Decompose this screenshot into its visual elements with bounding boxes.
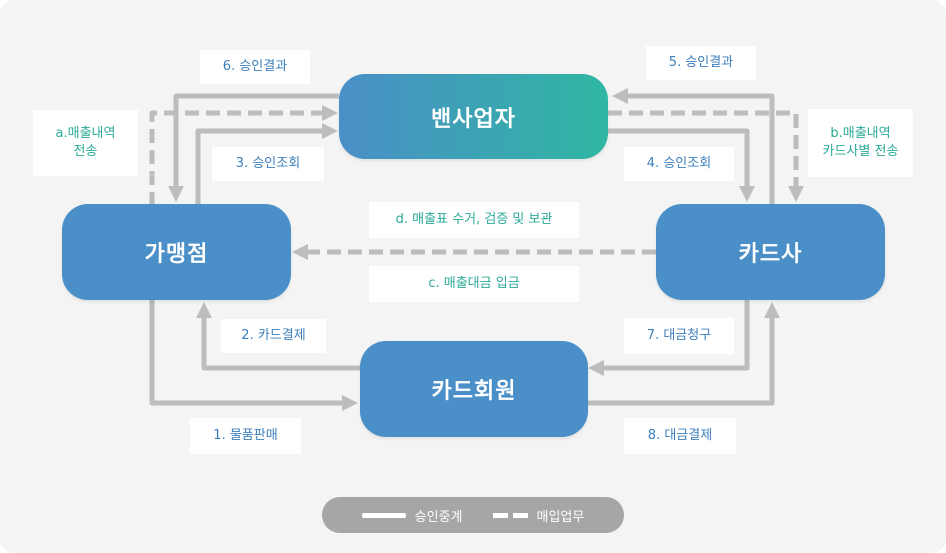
legend: 승인중계 매입업무	[322, 497, 624, 533]
arrow-approval-query-left	[195, 122, 339, 206]
legend-dashed-item: 매입업무	[492, 506, 585, 525]
merchant-node: 가맹점	[62, 204, 291, 300]
solid-line-swatch	[361, 512, 406, 518]
merchant-label: 가맹점	[144, 242, 209, 267]
arrow-approval-result-left	[167, 93, 339, 203]
label-approval-query-left: 3. 승인조회	[212, 147, 324, 181]
arrow-card-payment	[195, 301, 360, 371]
dashed-line-swatch	[492, 512, 528, 518]
label-sales-send-a: a.매출내역 전송	[33, 110, 138, 176]
arrow-payment-claim	[587, 300, 750, 377]
card-member-label: 카드회원	[431, 379, 517, 404]
arrow-approval-result-right	[611, 87, 775, 206]
card-member-node: 카드회원	[360, 341, 588, 437]
arrow-sales-send-b	[608, 110, 805, 203]
legend-dashed-label: 매입업무	[536, 509, 585, 525]
arrow-sales-send-a	[149, 104, 339, 206]
legend-solid-label: 승인중계	[414, 509, 463, 525]
arrow-product-sale	[149, 300, 359, 412]
legend-solid-item: 승인중계	[361, 506, 463, 525]
card-company-node: 카드사	[656, 204, 885, 300]
card-company-label: 카드사	[738, 242, 803, 267]
arrow-approval-query-right	[608, 128, 756, 203]
label-approval-result-left: 6. 승인결과	[200, 50, 310, 84]
label-payment-settlement: 8. 대금결제	[624, 418, 736, 454]
arrow-payment-settlement	[588, 301, 781, 406]
label-payment-deposit: c. 매출대금 입금	[369, 266, 579, 302]
label-sales-send-b: b.매출내역 카드사별 전송	[808, 109, 913, 177]
label-payment-claim: 7. 대금청구	[624, 318, 734, 354]
label-approval-query-right: 4. 승인조회	[624, 147, 734, 181]
van-node: 밴사업자	[339, 74, 608, 159]
label-collect-verify-store: d. 매출표 수거, 검증 및 보관	[369, 202, 579, 238]
label-approval-result-right: 5. 승인결과	[646, 46, 756, 80]
label-product-sale: 1. 물품판매	[190, 418, 301, 454]
label-card-payment: 2. 카드결제	[221, 319, 326, 353]
van-label: 밴사업자	[431, 106, 516, 132]
